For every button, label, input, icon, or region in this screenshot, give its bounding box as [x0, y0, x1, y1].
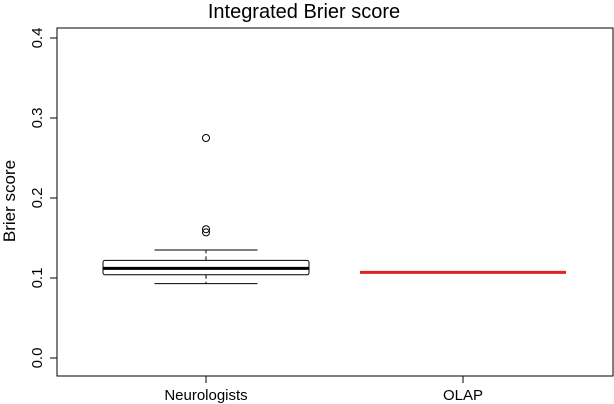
- y-tick-label: 0.0: [29, 348, 46, 369]
- chart-title: Integrated Brier score: [208, 1, 400, 23]
- plot-frame: [56, 27, 614, 377]
- x-tick-label: OLAP: [443, 387, 483, 404]
- y-axis-label: Brier score: [0, 160, 19, 242]
- outlier-point: [202, 225, 210, 234]
- x-tick-label: Neurologists: [164, 387, 247, 404]
- y-tick-label: 0.1: [29, 268, 46, 289]
- x-axis: Neurologists OLAP: [164, 375, 483, 404]
- y-tick-label: 0.3: [29, 108, 46, 129]
- box-series: [102, 134, 310, 285]
- outlier-point: [202, 134, 210, 142]
- y-axis: 0.0 0.1 0.2 0.3 0.4: [29, 28, 58, 369]
- y-tick-label: 0.2: [29, 188, 46, 209]
- y-tick-label: 0.4: [29, 28, 46, 49]
- box-neurologists: [102, 134, 310, 285]
- outlier-point: [202, 228, 210, 237]
